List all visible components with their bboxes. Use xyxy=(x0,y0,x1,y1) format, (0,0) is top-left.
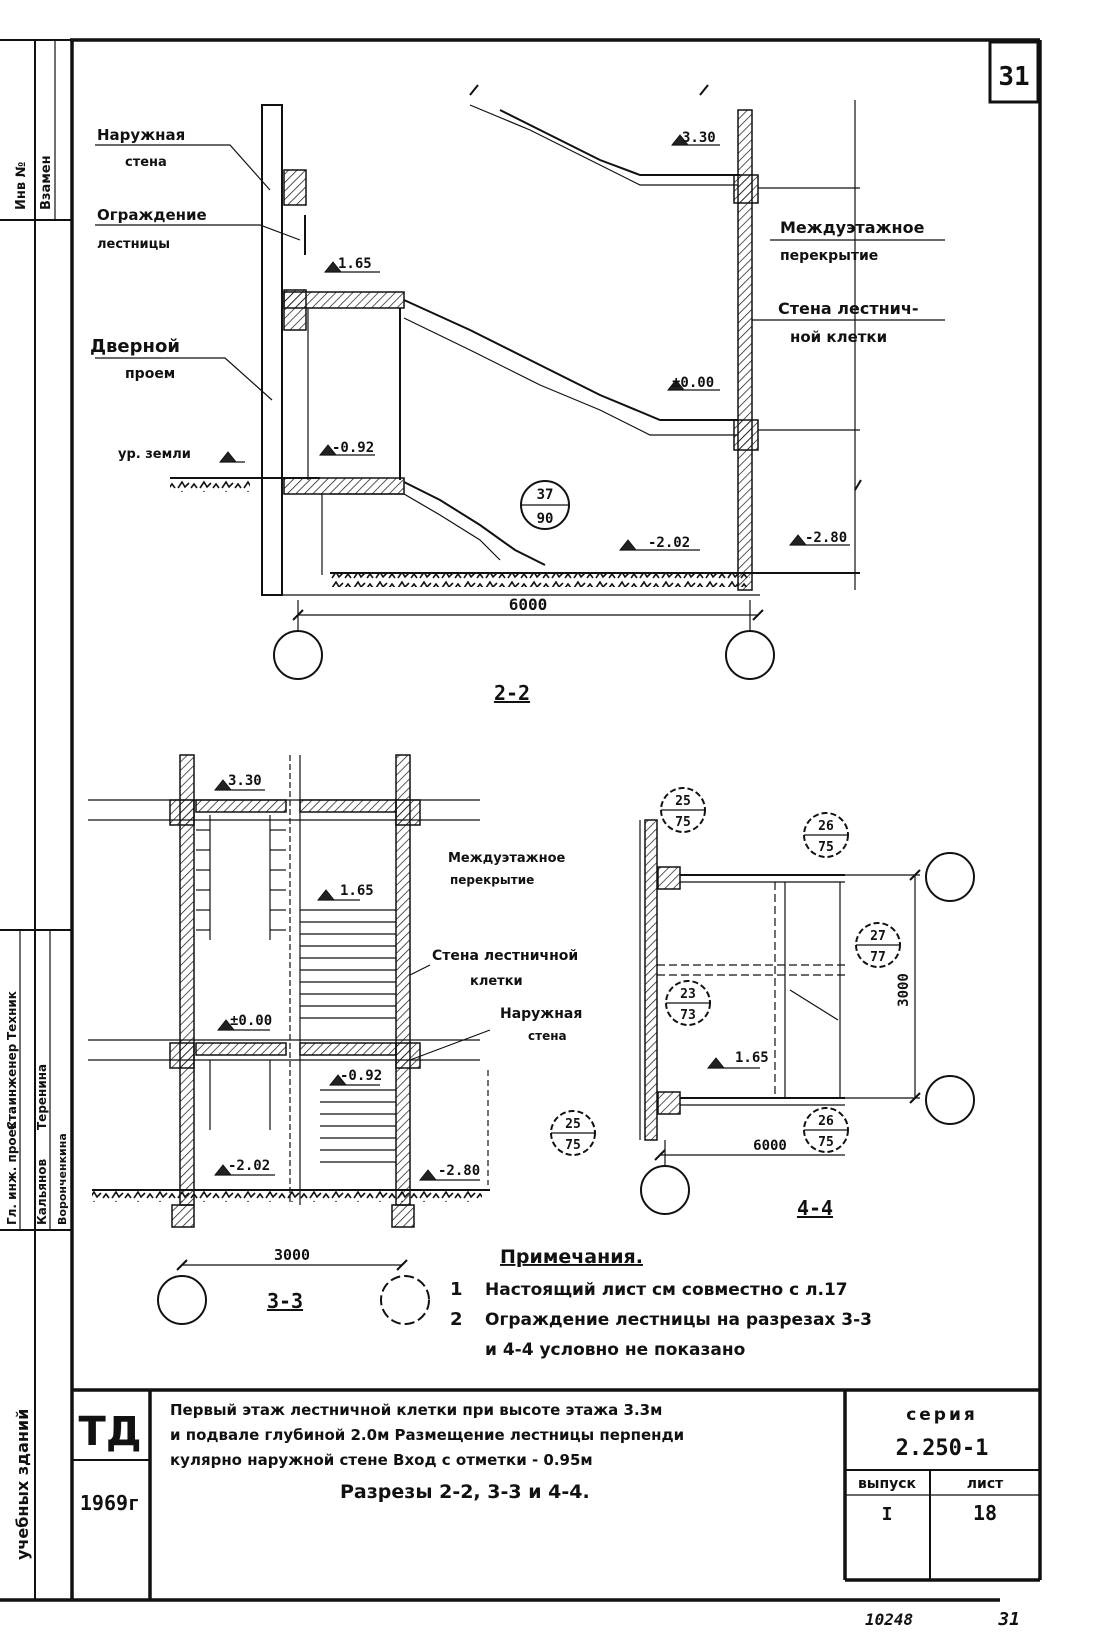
note-1-text: Настоящий лист см совместно с л.17 xyxy=(485,1280,848,1300)
label-floor-slab-2: перекрытие xyxy=(780,248,878,264)
callout-4-4-6-top: 26 xyxy=(818,1114,834,1129)
org-stamp-td: ТД xyxy=(79,1409,142,1455)
note-3-text: и 4-4 условно не показано xyxy=(485,1340,745,1360)
mark-3-3-330: 3.30 xyxy=(228,773,262,789)
name-2: Теренина xyxy=(35,1064,49,1130)
left-margin-stamp xyxy=(0,39,72,1600)
inv-no-label: Инв № xyxy=(14,162,29,210)
callout-4-4-2-bottom: 75 xyxy=(818,840,834,855)
label-stair-wall-2: ной клетки xyxy=(790,328,887,346)
sheet-number-top: 31 xyxy=(998,62,1029,92)
callout-2-2-bottom: 90 xyxy=(537,511,554,527)
note-1-num: 1 xyxy=(450,1279,463,1300)
callout-4-4-1-top: 25 xyxy=(675,794,691,809)
stair-treads-left xyxy=(196,829,286,931)
section-2-2-drawing xyxy=(95,84,945,680)
dim-3-3-3000: 3000 xyxy=(274,1246,310,1264)
stair-treads-lower xyxy=(320,1089,396,1163)
label-door-opening-1: Дверной xyxy=(90,336,180,357)
mark-3-3-092: -0.92 xyxy=(340,1068,382,1084)
section-4-4-drawing xyxy=(550,787,975,1215)
series-value: 2.250-1 xyxy=(896,1436,989,1461)
sheet-value: 18 xyxy=(973,1501,997,1525)
series-title-vertical: учебных зданий xyxy=(13,1409,32,1560)
callout-4-4-5-bottom: 75 xyxy=(565,1138,581,1153)
dim-4-4-6000: 6000 xyxy=(753,1138,787,1154)
title-line-3: кулярно наружной стене Вход с отметки - … xyxy=(170,1451,593,1469)
mark-3-3-165: 1.65 xyxy=(340,883,374,899)
mark-2-2-202: -2.02 xyxy=(648,535,690,551)
label-outer-wall-1: Наружная xyxy=(97,126,185,144)
mark-4-4-165: 1.65 xyxy=(735,1050,769,1066)
label-floor-slab-1: Междуэтажное xyxy=(780,218,925,237)
label-3-3-floor-slab-2: перекрытие xyxy=(450,873,534,887)
title-line-1: Первый этаж лестничной клетки при высоте… xyxy=(170,1401,662,1419)
label-railing-2: лестницы xyxy=(97,237,170,252)
section-4-4-title: 4-4 xyxy=(797,1196,833,1220)
label-railing-1: Ограждение xyxy=(97,206,207,224)
label-ground-level: ур. земли xyxy=(118,447,191,462)
mark-2-2-330: 3.30 xyxy=(682,130,716,146)
note-2-text: Ограждение лестницы на разрезах 3-3 xyxy=(485,1310,872,1330)
mark-2-2-000: ±0.00 xyxy=(672,375,714,391)
title-sections-line: Разрезы 2-2, 3-3 и 4-4. xyxy=(340,1481,590,1503)
year-stamp: 1969г xyxy=(80,1491,140,1515)
sheet-frame xyxy=(0,38,1042,1602)
callout-2-2-top: 37 xyxy=(537,487,554,503)
issue-value: I xyxy=(882,1504,893,1525)
mark-2-2-092: -0.92 xyxy=(332,440,374,456)
section-3-3-drawing xyxy=(88,754,491,1325)
inventory-number: 10248 xyxy=(865,1610,913,1629)
label-3-3-outer-wall-2: стена xyxy=(528,1029,567,1043)
dim-4-4-3000: 3000 xyxy=(896,973,912,1007)
name-1: Кальянов xyxy=(35,1158,49,1225)
title-line-2: и подвале глубиной 2.0м Размещение лестн… xyxy=(170,1426,684,1444)
sheet-label: лист xyxy=(967,1476,1004,1492)
label-door-opening-2: проем xyxy=(125,366,175,382)
sheet-number-bottom: 31 xyxy=(997,1609,1020,1630)
mark-2-2-165: 1.65 xyxy=(338,256,372,272)
mark-3-3-000: ±0.00 xyxy=(230,1013,272,1029)
callout-4-4-4-top: 23 xyxy=(680,987,696,1002)
role-senior-engineer: Ст. инженер xyxy=(5,1043,19,1130)
callout-4-4-6-bottom: 75 xyxy=(818,1135,834,1150)
callout-4-4-3-top: 27 xyxy=(870,929,886,944)
mark-3-3-280: -2.80 xyxy=(438,1163,480,1179)
callout-4-4-3-bottom: 77 xyxy=(870,950,886,965)
callout-4-4-4-bottom: 73 xyxy=(680,1008,696,1023)
callout-4-4-2-top: 26 xyxy=(818,819,834,834)
note-2-num: 2 xyxy=(450,1309,463,1330)
vzamen-label: Взамен xyxy=(39,155,54,210)
role-chief-engineer: Гл. инж. проекта xyxy=(5,1106,19,1225)
role-technician: Техник xyxy=(5,991,19,1040)
label-3-3-outer-wall-1: Наружная xyxy=(500,1006,582,1022)
title-block xyxy=(72,1388,1040,1600)
stair-treads-upper xyxy=(300,909,396,1019)
section-3-3-title: 3-3 xyxy=(267,1289,303,1313)
mark-2-2-280: -2.80 xyxy=(805,530,847,546)
name-3: Воронченкина xyxy=(56,1133,69,1225)
issue-label: выпуск xyxy=(858,1476,917,1492)
label-stair-wall-1: Стена лестнич- xyxy=(778,299,919,318)
callout-4-4-1-bottom: 75 xyxy=(675,815,691,830)
series-label: серия xyxy=(906,1405,978,1425)
mark-3-3-202: -2.02 xyxy=(228,1158,270,1174)
label-3-3-stair-wall-1: Стена лестничной xyxy=(432,948,578,964)
dim-2-2-6000: 6000 xyxy=(509,595,548,614)
label-3-3-floor-slab-1: Междуэтажное xyxy=(448,851,566,866)
callout-4-4-5-top: 25 xyxy=(565,1117,581,1132)
label-outer-wall-2: стена xyxy=(125,155,167,170)
label-3-3-stair-wall-2: клетки xyxy=(470,974,523,989)
notes-heading: Примечания. xyxy=(500,1246,643,1268)
section-2-2-title: 2-2 xyxy=(494,681,530,705)
